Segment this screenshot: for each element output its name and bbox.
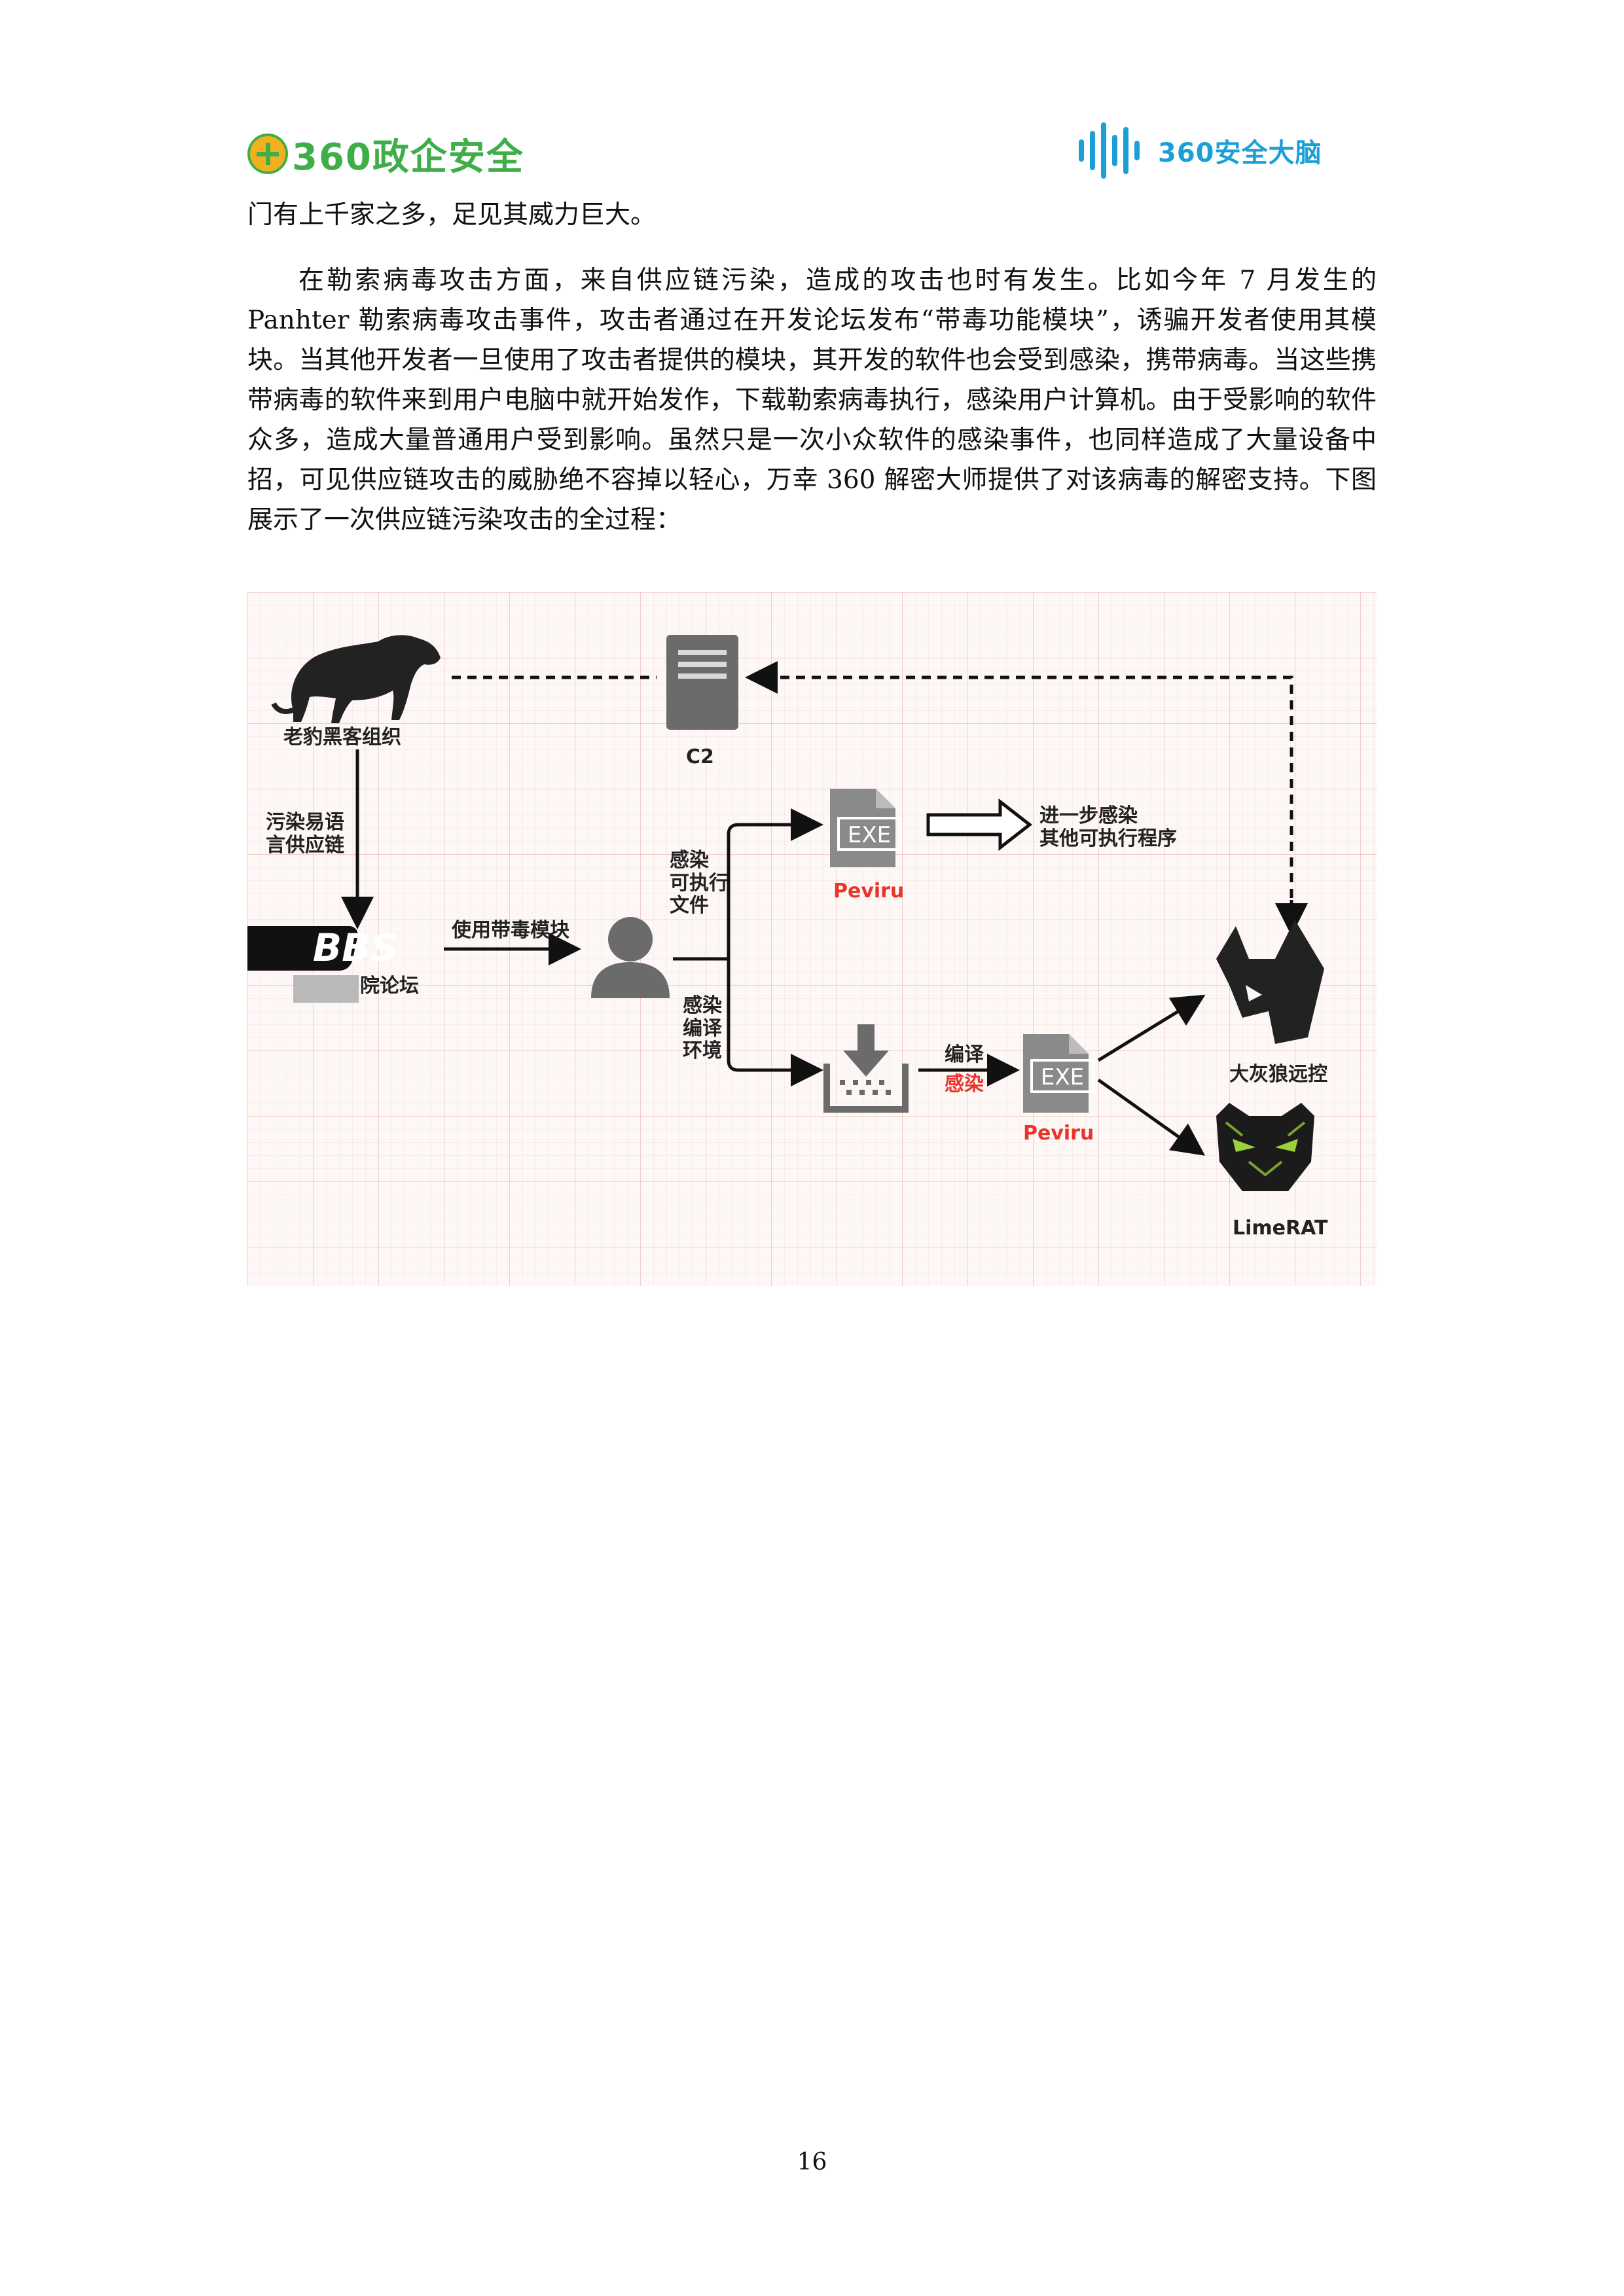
arrow-exe-to-lime (1097, 1078, 1206, 1156)
label-wolf-rat: 大灰狼远控 (1229, 1063, 1327, 1086)
logo-360-government-enterprise-security: 360政企安全 (247, 128, 524, 180)
bbs-logo: BBS (247, 925, 398, 1003)
dashed-link-rat-c2 (745, 661, 1293, 929)
diagram-graphics: BBS EXE (247, 635, 1324, 1191)
logo-left-text: 360政企安全 (292, 135, 524, 179)
arrow-user-to-exe (673, 808, 823, 961)
lime-panther-icon (1216, 1103, 1314, 1191)
label-use-module: 使用带毒模块 (452, 919, 569, 942)
svg-text:BBS: BBS (313, 925, 398, 970)
label-pollute-supply-chain: 污染易语 言供应链 (266, 811, 344, 857)
hollow-arrow-further-infect (926, 798, 1033, 852)
label-c2: C2 (686, 745, 714, 768)
logo-right-text: 360安全大脑 (1158, 138, 1322, 168)
download-compiler-icon (823, 1024, 909, 1113)
blurred-forum-prefix (293, 975, 359, 1003)
wolf-head-icon (1216, 920, 1324, 1044)
user-icon (591, 917, 670, 998)
paragraph-supply-chain: 在勒索病毒攻击方面，来自供应链污染，造成的攻击也时有发生。比如今年 7 月发生的… (247, 266, 1377, 535)
svg-text:EXE: EXE (1041, 1064, 1084, 1090)
arrow-exe-to-wolf (1097, 994, 1206, 1062)
label-peviru-bottom: Peviru (1023, 1122, 1094, 1145)
soundwave-logo-icon (1079, 118, 1140, 183)
arrow-user-to-compiler (727, 959, 823, 1086)
label-peviru-top: Peviru (833, 880, 905, 903)
paragraph-continuation: 门有上千家之多，足见其威力巨大。 (247, 200, 657, 230)
label-forum: 院论坛 (360, 975, 419, 997)
exe-file-icon-bottom: EXE (1023, 1034, 1095, 1113)
svg-text:EXE: EXE (848, 822, 891, 848)
label-compile: 编译 (945, 1043, 984, 1066)
label-infect: 感染 (945, 1073, 984, 1096)
logo-360-security-brain: 360安全大脑 (1079, 118, 1322, 183)
label-infect-exe: 感染 可执行 文件 (670, 849, 729, 917)
page-number: 16 (797, 2149, 827, 2176)
server-icon (666, 635, 738, 730)
plus-logo-icon (247, 134, 288, 174)
label-infect-env: 感染 编译 环境 (683, 994, 722, 1062)
label-further-infect: 进一步感染 其他可执行程序 (1039, 804, 1177, 850)
label-lime-rat: LimeRAT (1233, 1217, 1328, 1240)
panther-icon (271, 635, 441, 723)
label-hacker-group: 老豹黑客组织 (283, 726, 401, 749)
supply-chain-attack-diagram: BBS EXE (247, 592, 1377, 1286)
exe-file-icon-top: EXE (830, 789, 902, 867)
